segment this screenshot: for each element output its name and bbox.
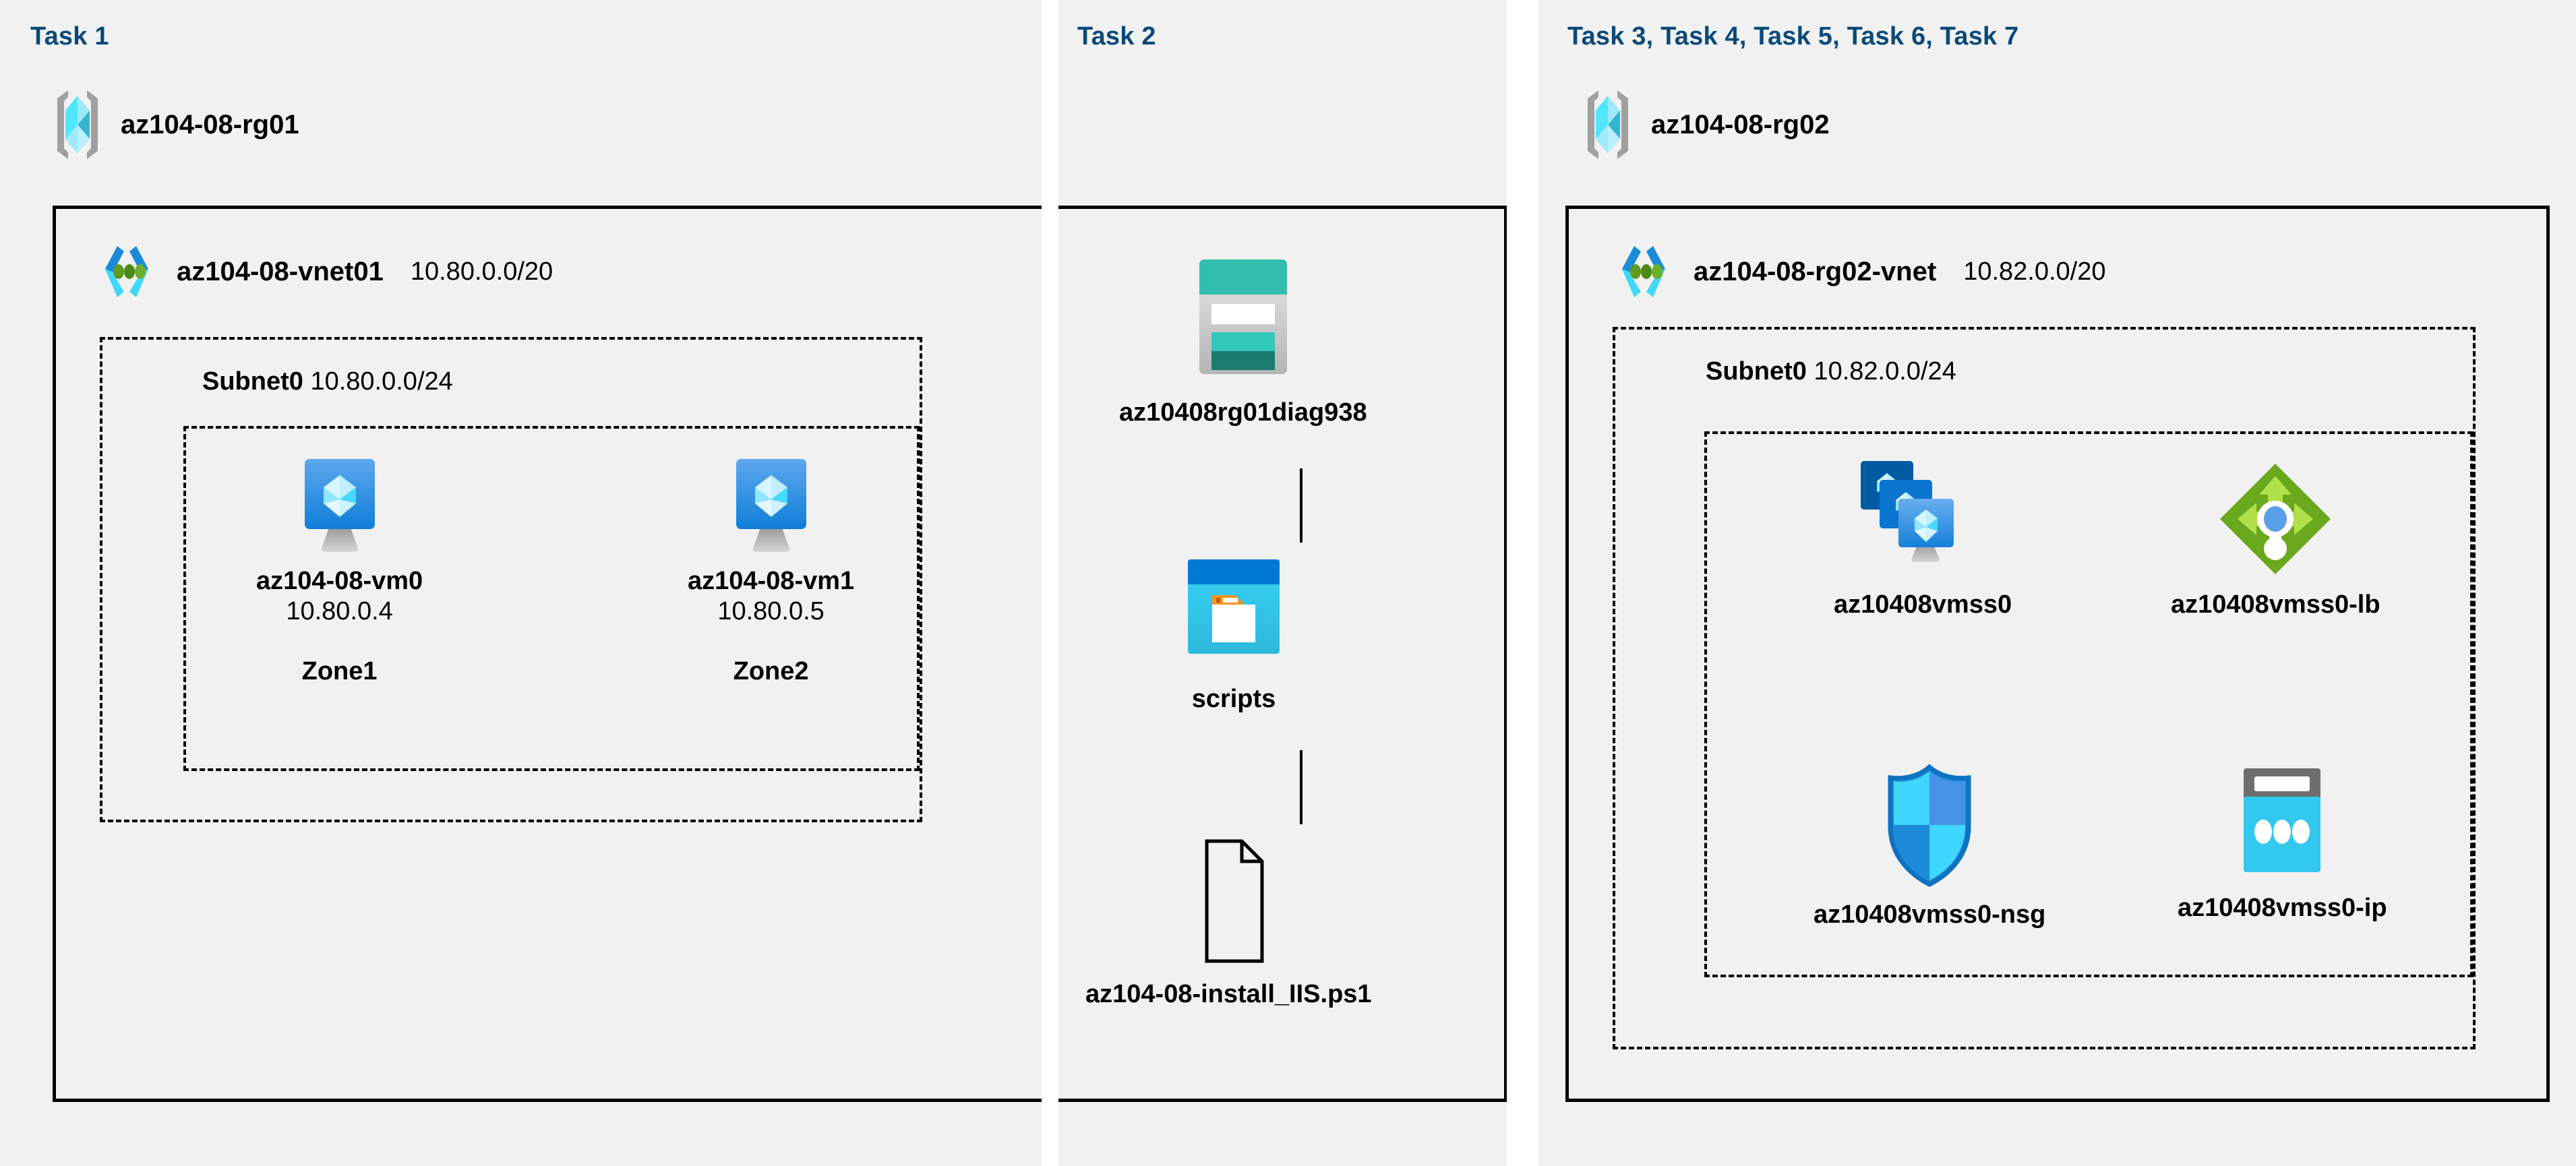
vmss-resource-boundary xyxy=(1704,431,2473,977)
panel-task-1 xyxy=(0,0,1042,1166)
subnet-label-right: Subnet0 10.82.0.0/24 xyxy=(1706,357,1956,386)
blob-container-icon xyxy=(1173,553,1294,674)
public-ip-address-icon xyxy=(2225,762,2339,883)
vnet-name: az104-08-vnet01 xyxy=(177,256,384,286)
blob-container-scripts[interactable]: scripts xyxy=(1173,553,1294,714)
vm-ip: 10.80.0.4 xyxy=(286,597,393,625)
panel-task-2 xyxy=(1058,0,1507,1166)
subnet-name: Subnet0 xyxy=(202,367,303,396)
panel-gutter-right xyxy=(1507,0,1538,1166)
virtual-machine-az104-08-vm1[interactable]: az104-08-vm1 10.80.0.5 Zone2 xyxy=(688,455,854,686)
subnet-cidr: 10.82.0.0/24 xyxy=(1814,357,1956,386)
file-az104-08-install-iis-ps1[interactable]: az104-08-install_IIS.ps1 xyxy=(1085,834,1372,1009)
panel-task-3 xyxy=(1538,0,2576,1166)
vnet-boundary-az104-08-rg02-vnet xyxy=(1565,206,2550,1102)
vnet-top-rule-task2 xyxy=(1058,206,1507,209)
vnet-name: az104-08-rg02-vnet xyxy=(1694,256,1937,286)
resource-group-az104-08-rg01[interactable]: az104-08-rg01 xyxy=(51,88,299,162)
storage-account-icon xyxy=(1179,253,1307,388)
file-icon xyxy=(1168,834,1289,969)
subnet-name: Subnet0 xyxy=(1706,357,1807,386)
virtual-network-icon xyxy=(94,239,159,304)
resource-group-icon xyxy=(1581,88,1635,162)
resource-group-label: az104-08-rg01 xyxy=(121,109,299,140)
subnet-label-left: Subnet0 10.80.0.0/24 xyxy=(202,367,453,396)
public-ip-address-az10408vmss0-ip[interactable]: az10408vmss0-ip xyxy=(2178,762,2387,923)
resource-group-icon xyxy=(51,88,104,162)
resource-group-label: az104-08-rg02 xyxy=(1651,109,1830,140)
virtual-machine-icon xyxy=(717,455,825,556)
network-security-group-az10408vmss0-nsg[interactable]: az10408vmss0-nsg xyxy=(1814,762,2045,929)
vm-scale-set-icon xyxy=(1855,458,1990,580)
load-balancer-name: az10408vmss0-lb xyxy=(2171,590,2380,619)
panel-gutter-left xyxy=(1042,0,1058,1166)
vnet-cidr: 10.82.0.0/20 xyxy=(1963,257,2106,286)
subnet-cidr: 10.80.0.0/24 xyxy=(310,367,453,396)
connector-storage-to-container xyxy=(1300,468,1302,543)
task-title-2: Task 2 xyxy=(1077,22,1156,51)
vm-name: az104-08-vm0 xyxy=(256,567,423,595)
nsg-name: az10408vmss0-nsg xyxy=(1814,900,2046,929)
vm-zone: Zone1 xyxy=(301,657,378,685)
file-name: az104-08-install_IIS.ps1 xyxy=(1085,980,1372,1008)
virtual-machine-icon xyxy=(286,455,394,556)
vnet-header-az104-08-rg02-vnet[interactable]: az104-08-rg02-vnet 10.82.0.0/20 xyxy=(1611,239,2106,304)
vnet-bottom-rule-task2 xyxy=(1058,1099,1507,1102)
network-security-group-icon xyxy=(1876,762,1983,890)
load-balancer-az10408vmss0-lb[interactable]: az10408vmss0-lb xyxy=(2171,458,2380,619)
vmss-name: az10408vmss0 xyxy=(1834,590,2012,619)
storage-account-az10408rg01diag938[interactable]: az10408rg01diag938 xyxy=(1119,253,1367,427)
container-name: scripts xyxy=(1191,685,1276,713)
vm-zone: Zone2 xyxy=(733,657,809,685)
connector-container-to-file xyxy=(1300,750,1302,824)
vm-scale-set-az10408vmss0[interactable]: az10408vmss0 xyxy=(1834,458,2012,619)
virtual-network-icon xyxy=(1611,239,1676,304)
storage-account-name: az10408rg01diag938 xyxy=(1119,398,1367,427)
task-title-1: Task 1 xyxy=(30,22,109,51)
task-title-3: Task 3, Task 4, Task 5, Task 6, Task 7 xyxy=(1567,22,2019,51)
vnet-boundary-az104-08-vnet01 xyxy=(53,206,1507,1102)
subnet-boundary-left xyxy=(100,337,922,822)
vnet-cidr: 10.80.0.0/20 xyxy=(410,257,553,286)
availability-zone-boundary xyxy=(183,426,920,771)
vm-name: az104-08-vm1 xyxy=(688,567,855,595)
vm-ip: 10.80.0.5 xyxy=(717,597,825,625)
subnet-boundary-right xyxy=(1613,327,2476,1049)
vnet-header-az104-08-vnet01[interactable]: az104-08-vnet01 10.80.0.0/20 xyxy=(94,239,553,304)
public-ip-name: az10408vmss0-ip xyxy=(2178,894,2387,922)
load-balancer-icon xyxy=(2215,458,2336,580)
resource-group-az104-08-rg02[interactable]: az104-08-rg02 xyxy=(1581,88,1830,162)
virtual-machine-az104-08-vm0[interactable]: az104-08-vm0 10.80.0.4 Zone1 xyxy=(256,455,423,686)
